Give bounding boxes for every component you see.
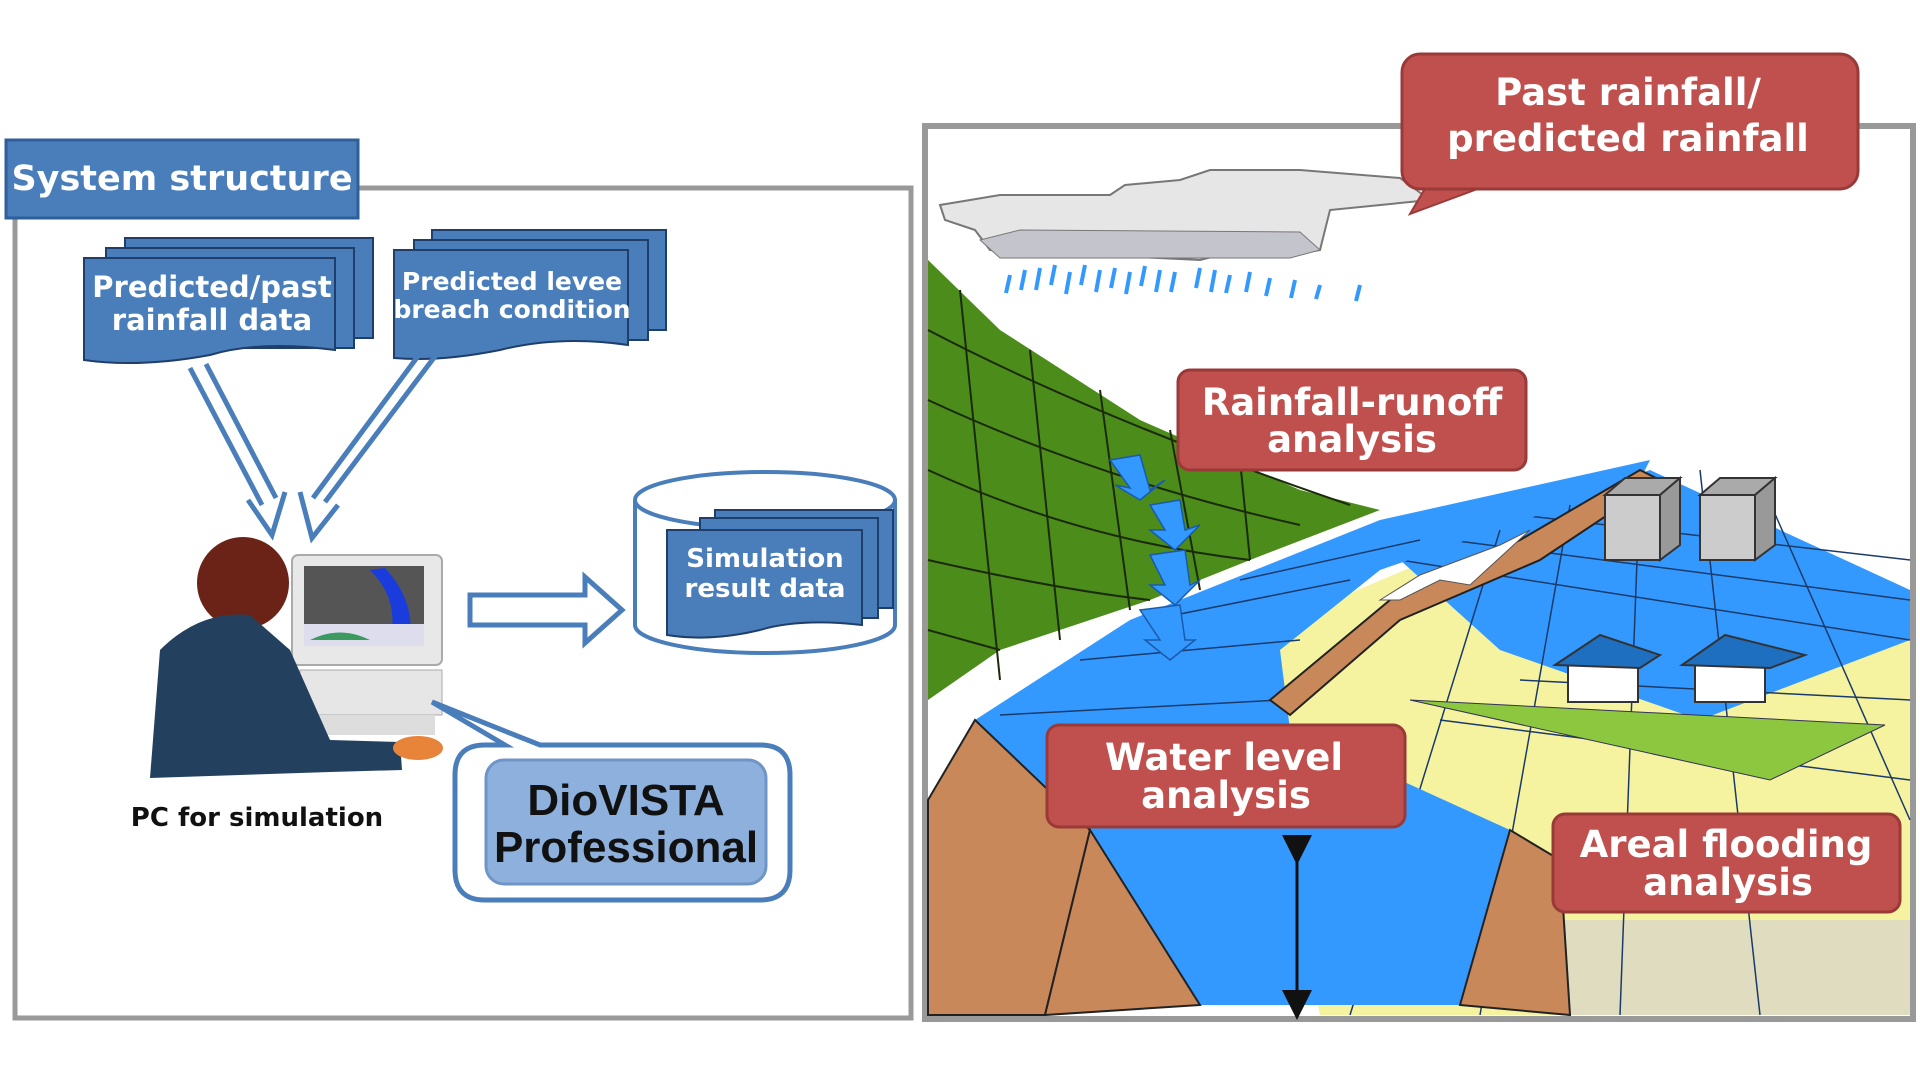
rainfall-callout: Past rainfall/ predicted rainfall — [1400, 52, 1860, 216]
diovista-name: DioVISTA — [527, 776, 724, 825]
hillside — [928, 260, 1380, 700]
svg-text:analysis: analysis — [1643, 861, 1813, 904]
output-arrow — [467, 571, 626, 649]
svg-text:Rainfall-runoff: Rainfall-runoff — [1202, 381, 1504, 424]
simulation-result-database: Simulation result data — [633, 470, 897, 655]
flooded-area — [1409, 699, 1886, 781]
svg-text:Simulation: Simulation — [686, 544, 843, 574]
pc-user-illustration — [150, 537, 443, 778]
rainfall-runoff-label: Rainfall-runoff analysis — [1176, 368, 1528, 472]
svg-text:analysis: analysis — [1267, 418, 1437, 461]
svg-text:Predicted/past: Predicted/past — [92, 270, 332, 304]
svg-text:Past rainfall/: Past rainfall/ — [1495, 71, 1761, 114]
system-structure-title: System structure — [11, 159, 352, 199]
runoff-arrows — [1108, 454, 1201, 661]
svg-text:Areal flooding: Areal flooding — [1580, 823, 1873, 866]
diovista-callout: DioVISTA Professional — [430, 699, 793, 903]
system-structure-panel: System structure Predicted/past rainfall… — [4, 138, 914, 1021]
levee-breach-document: Predicted levee breach condition — [393, 229, 667, 360]
head — [197, 537, 289, 629]
buildings — [1551, 475, 1809, 703]
system-structure-title-box — [4, 138, 360, 220]
diovista-edition: Professional — [494, 823, 758, 872]
rainfall-data-document: Predicted/past rainfall data — [83, 237, 374, 365]
body — [150, 614, 402, 778]
areal-flooding-label: Areal flooding analysis — [1551, 812, 1902, 914]
river — [975, 460, 1650, 1005]
input-arrows — [187, 346, 438, 544]
analysis-scene-panel: Past rainfall/ predicted rainfall Rainfa… — [922, 52, 1916, 1022]
rain-cloud-icon — [938, 169, 1433, 302]
pc-for-simulation-label: PC for simulation — [131, 803, 383, 833]
water-level-label: Water level analysis — [1045, 723, 1407, 829]
svg-text:breach condition: breach condition — [393, 295, 630, 324]
svg-text:analysis: analysis — [1141, 774, 1311, 817]
svg-text:result data: result data — [685, 574, 846, 604]
levee-breach — [1378, 529, 1531, 601]
svg-text:predicted rainfall: predicted rainfall — [1447, 117, 1809, 160]
svg-text:Water level: Water level — [1105, 736, 1343, 779]
svg-text:Predicted levee: Predicted levee — [402, 267, 622, 296]
svg-text:rainfall data: rainfall data — [112, 303, 312, 337]
